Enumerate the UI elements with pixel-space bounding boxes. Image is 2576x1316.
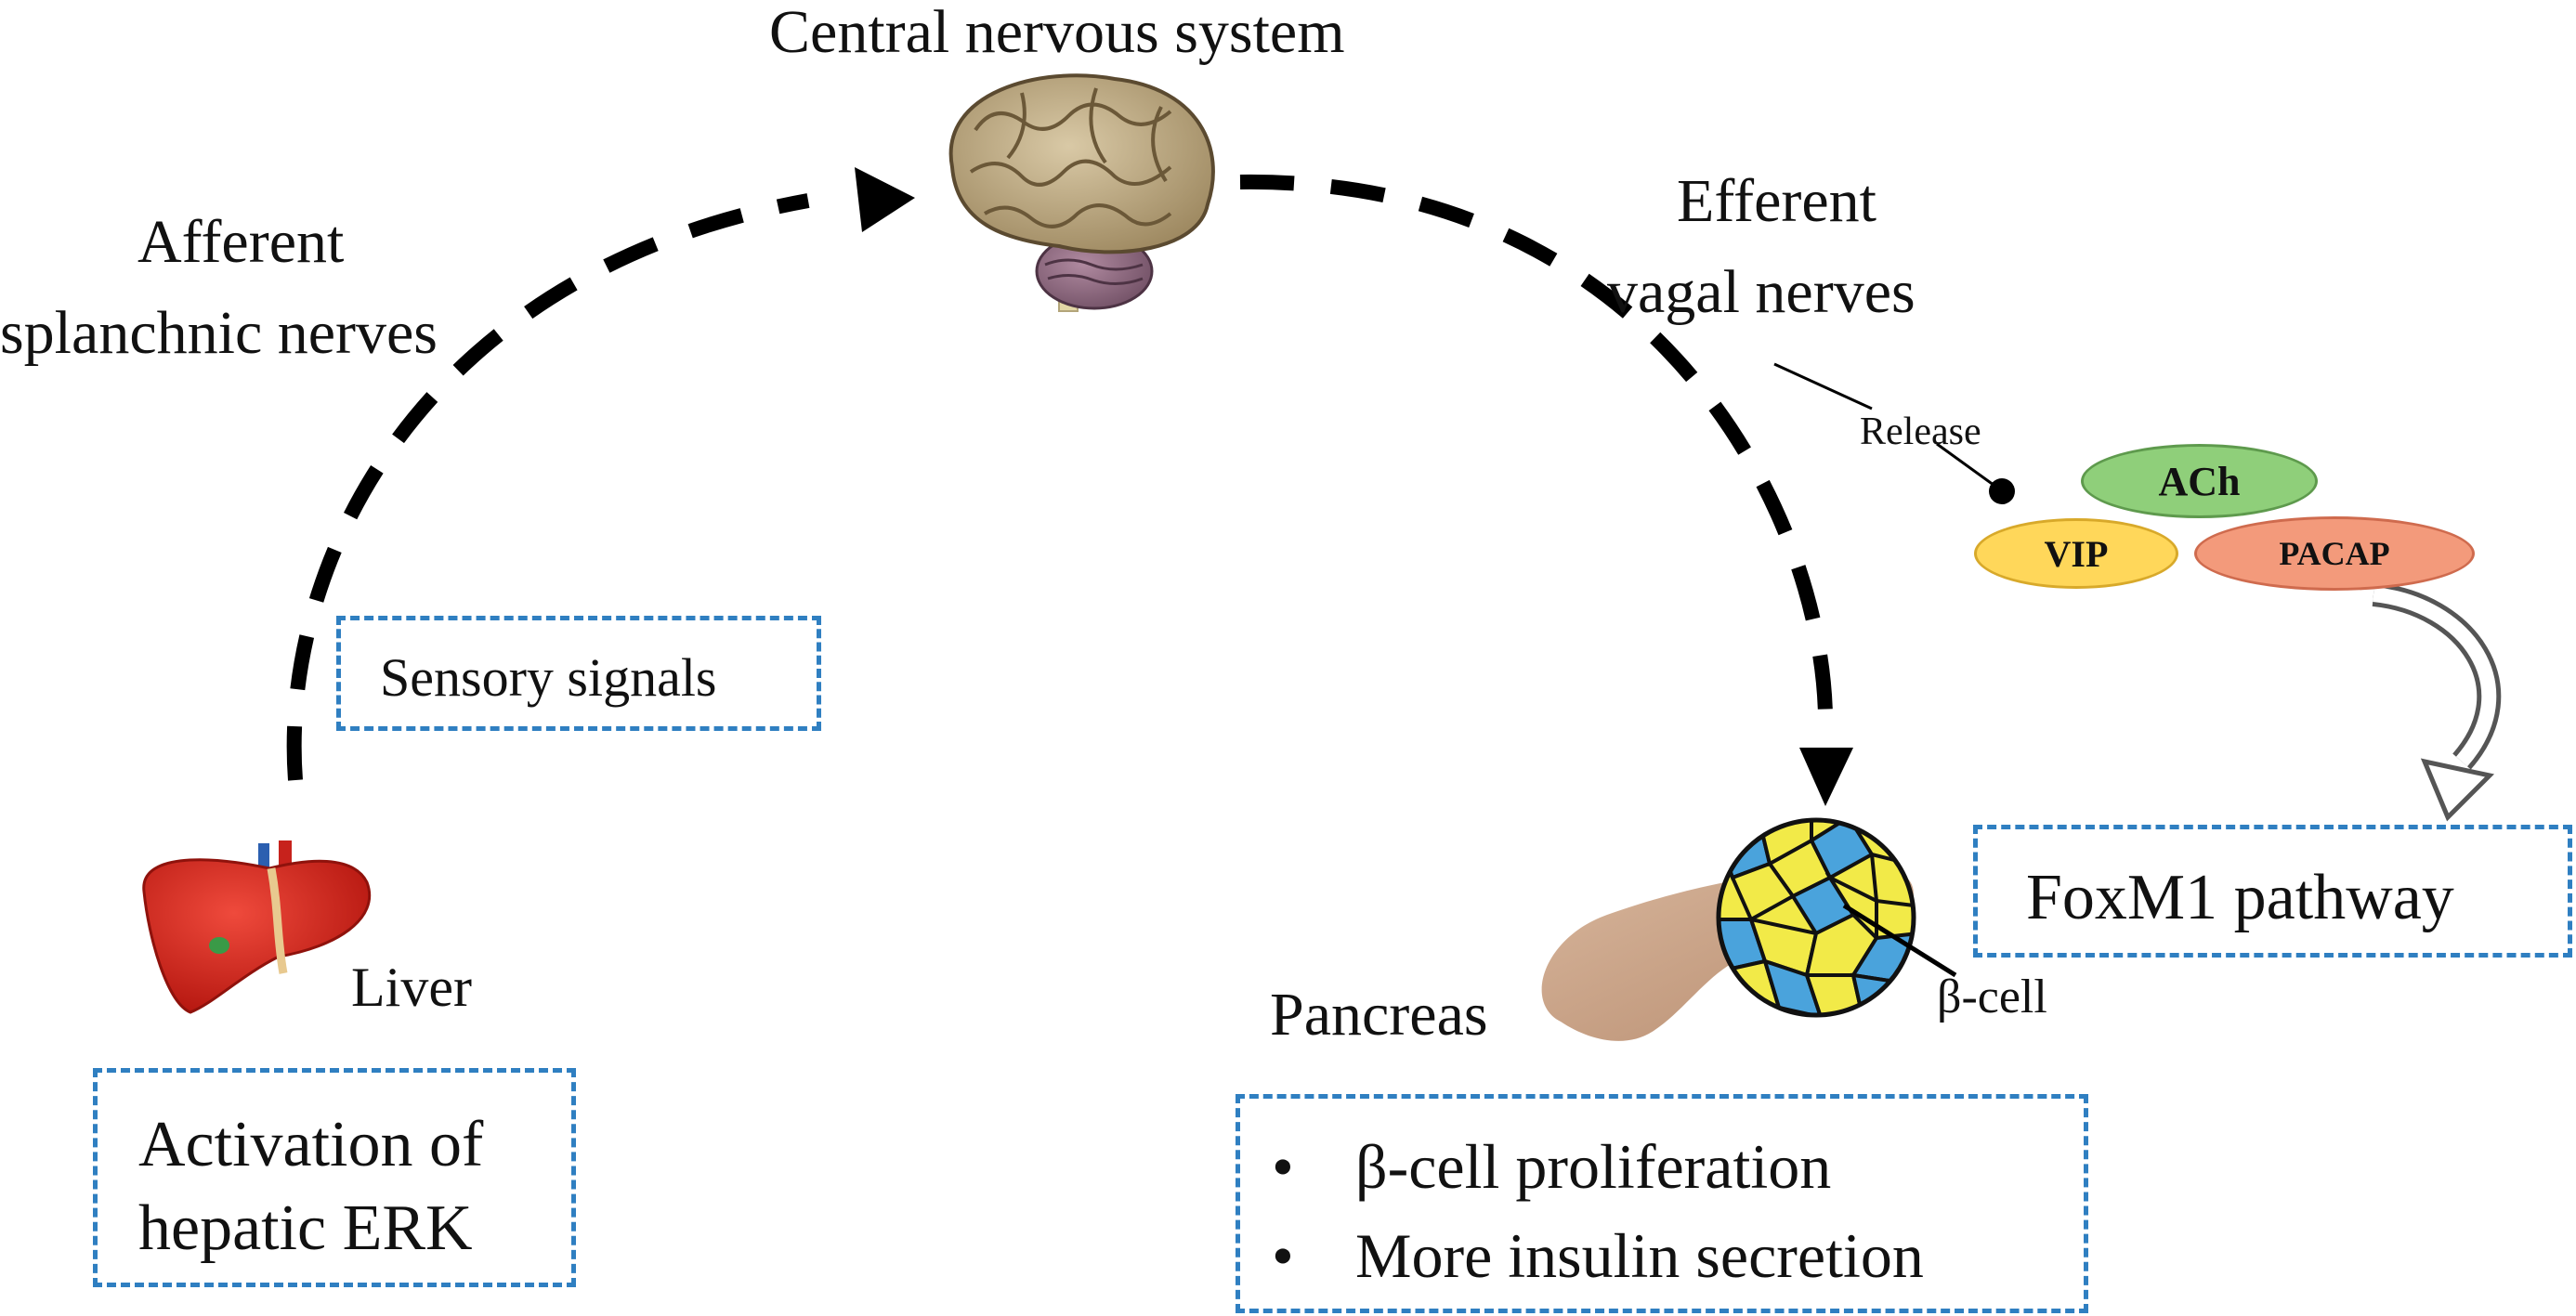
ach-pill: ACh xyxy=(2081,444,2318,518)
foxm1-box: FoxM1 pathway xyxy=(1973,825,2572,958)
efferent-arc xyxy=(1239,174,1833,716)
beta-cell-pointer xyxy=(1842,903,1957,978)
ach-label: ACh xyxy=(2158,458,2241,504)
pacap-pill: PACAP xyxy=(2194,516,2475,591)
pancreas-label: Pancreas xyxy=(1270,981,1488,1049)
efferent-arrowhead xyxy=(1799,748,1853,806)
release-pointer-lower xyxy=(1936,442,1998,489)
pacap-label: PACAP xyxy=(2279,535,2390,572)
afferent-label-line1: Afferent xyxy=(137,208,345,276)
brain-icon xyxy=(948,73,1215,312)
outcome-bullet-1: • β-cell proliferation xyxy=(1272,1130,1831,1204)
afferent-arc xyxy=(286,193,810,781)
vip-pill: VIP xyxy=(1974,518,2178,589)
sensory-signals-text: Sensory signals xyxy=(380,647,717,708)
sensory-signals-box: Sensory signals xyxy=(336,616,821,731)
bullet-dot-2: • xyxy=(1272,1220,1294,1291)
foxm1-text: FoxM1 pathway xyxy=(2026,862,2454,933)
release-pointer-upper xyxy=(1773,362,1873,410)
efferent-label-line1: Efferent xyxy=(1677,167,1876,235)
efferent-label-line2: vagal nerves xyxy=(1607,258,1916,326)
hepatic-erk-box: Activation of hepatic ERK xyxy=(93,1068,576,1287)
outcome-text-1: β-cell proliferation xyxy=(1355,1131,1832,1202)
outcome-text-2: More insulin secretion xyxy=(1355,1220,1924,1291)
islet-icon xyxy=(1716,817,1916,1018)
outcome-bullet-2: • More insulin secretion xyxy=(1272,1219,1924,1293)
beta-cell-label: β-cell xyxy=(1937,971,2047,1023)
vip-label: VIP xyxy=(2044,532,2109,575)
liver-label: Liver xyxy=(351,957,472,1018)
foxm1-arrowhead xyxy=(2420,758,2495,822)
liver-icon xyxy=(142,840,372,1014)
release-label: Release xyxy=(1860,410,1981,453)
afferent-arrowhead xyxy=(855,167,915,232)
hepatic-erk-line2: hepatic ERK xyxy=(138,1192,473,1264)
hepatic-erk-line1: Activation of xyxy=(138,1109,484,1180)
outcomes-box: • β-cell proliferation • More insulin secr… xyxy=(1236,1094,2088,1313)
cns-label: Central nervous system xyxy=(769,0,1345,66)
afferent-label-line2: splanchnic nerves xyxy=(0,299,438,367)
release-dot xyxy=(1989,478,2015,504)
bullet-dot-1: • xyxy=(1272,1131,1294,1202)
